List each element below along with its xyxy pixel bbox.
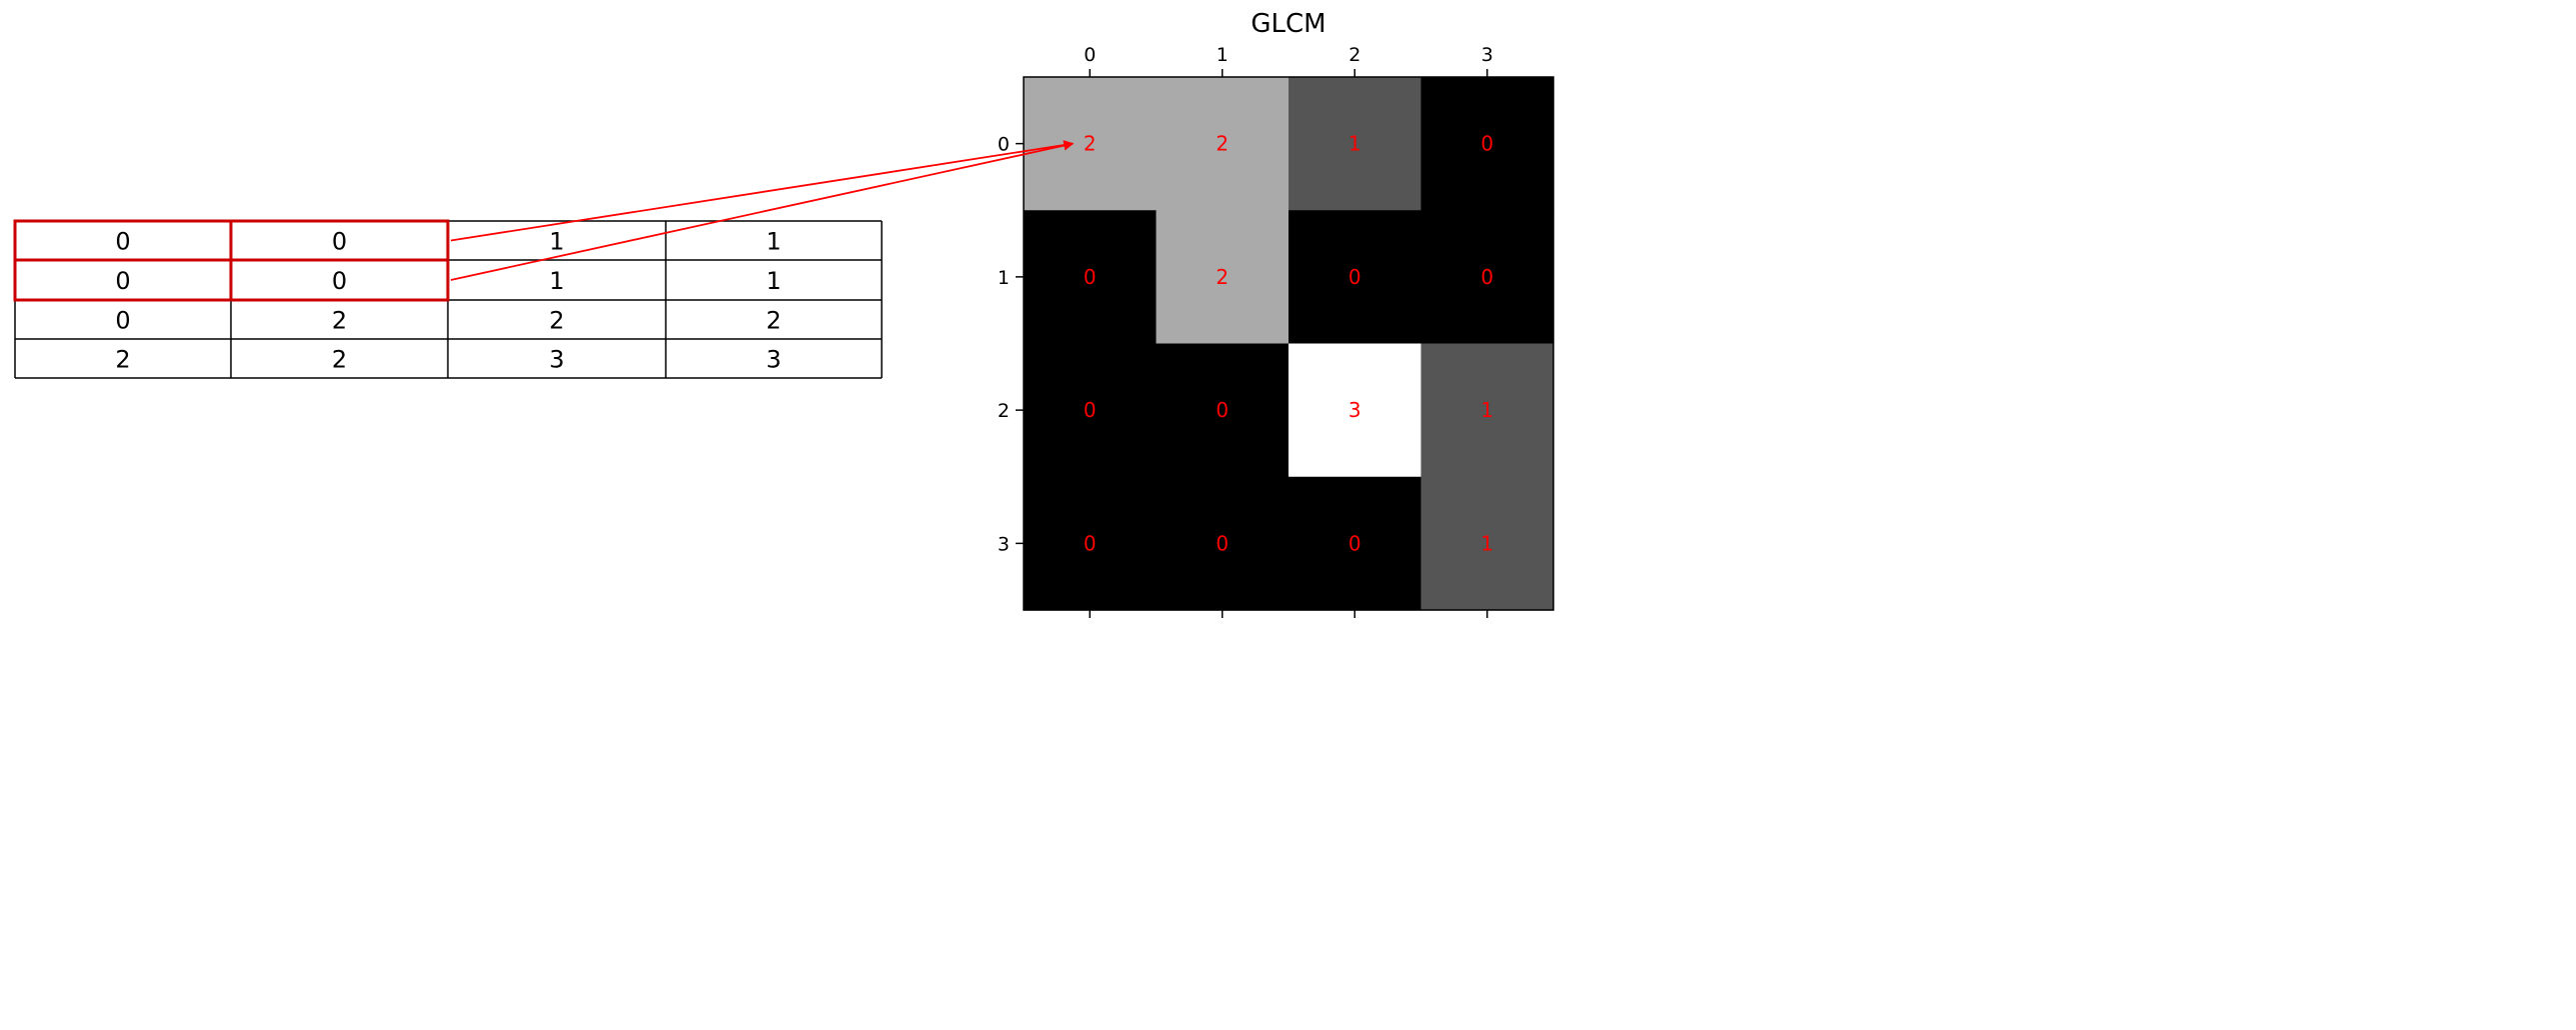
heatmap-cell [1420,476,1554,611]
heatmap-cell-label: 0 [1480,265,1493,289]
heatmap-cell-label: 0 [1348,531,1361,555]
heatmap-cell [1420,77,1554,211]
x-tick-label: 2 [1348,44,1360,66]
glcm-heatmap: 2 2 1 0 0 2 0 0 0 0 3 1 0 0 0 1 GLCM 0 1 2 3 0 1 2 3 [998,9,1554,618]
pair-arrows [450,140,1075,281]
table-cell: 2 [766,307,781,335]
table-cell: 3 [766,346,781,374]
table-cell: 1 [549,228,564,256]
heatmap-cell [1156,343,1289,478]
heatmap-cell-label: 0 [1084,265,1097,289]
heatmap-cell [1288,210,1422,345]
table-cell: 0 [332,267,347,295]
heatmap-cell [1024,343,1158,478]
heatmap-cell [1288,77,1422,211]
heatmap-cell-label: 0 [1216,531,1229,555]
heatmap-cell-label: 0 [1480,132,1493,156]
heatmap-cell [1420,210,1554,345]
table-cell: 1 [549,267,564,295]
x-tick-label: 0 [1084,44,1096,66]
heatmap-frame [1023,76,1554,611]
heatmap-cell [1288,476,1422,611]
table-cell: 0 [332,228,347,256]
heatmap-cell [1024,476,1158,611]
heatmap-cell-label: 3 [1348,398,1361,422]
table-cell: 0 [115,307,130,335]
table-cell: 2 [332,307,347,335]
table-cell: 1 [766,228,781,256]
heatmap-cell [1156,476,1289,611]
table-cell: 0 [115,228,130,256]
heatmap-title: GLCM [1251,9,1325,39]
heatmap-cell [1156,77,1289,211]
table-cell: 1 [766,267,781,295]
heatmap-cell [1288,343,1422,478]
heatmap-cell-label: 1 [1480,398,1493,422]
heatmap-cell [1420,343,1554,478]
source-matrix-table: 0 0 1 1 0 0 1 1 0 2 2 2 2 2 3 3 [13,219,883,379]
x-tick-label: 1 [1217,44,1229,66]
table-cell: 2 [332,346,347,374]
pair-arrow [450,140,1075,242]
heatmap-cell-label: 0 [1084,398,1097,422]
table-cell: 2 [549,307,564,335]
heatmap-cell-label: 1 [1348,132,1361,156]
heatmap-cell [1024,210,1158,345]
y-tick-label: 1 [998,267,1010,289]
heatmap-cell [1156,210,1289,345]
x-tick-label: 3 [1481,44,1493,66]
table-cell: 3 [549,346,564,374]
heatmap-cell-label: 2 [1216,132,1229,156]
y-tick-label: 3 [998,533,1010,555]
table-cell: 2 [115,346,130,374]
heatmap-cell-label: 2 [1216,265,1229,289]
table-cell: 0 [115,267,130,295]
heatmap-cell-label: 0 [1084,531,1097,555]
heatmap-cell [1024,77,1158,211]
heatmap-cell-label: 0 [1216,398,1229,422]
y-tick-label: 0 [998,134,1010,156]
pair-arrow [450,140,1075,281]
heatmap-cell-label: 1 [1480,531,1493,555]
heatmap-cell-label: 0 [1348,265,1361,289]
y-tick-label: 2 [998,400,1010,422]
heatmap-cell-label: 2 [1084,132,1097,156]
